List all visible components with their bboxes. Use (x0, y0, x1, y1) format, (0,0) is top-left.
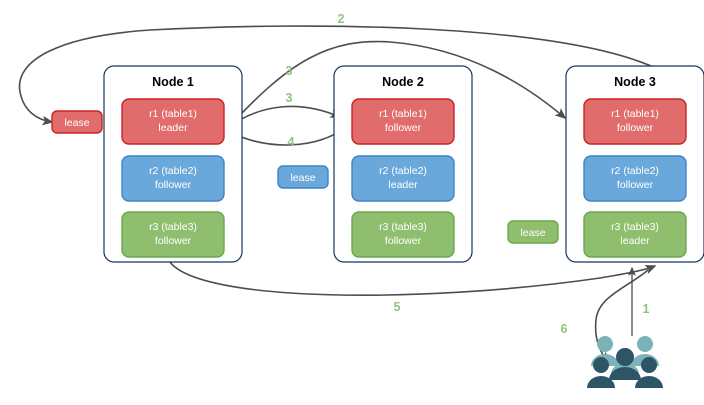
node3-range-r3-role: leader (620, 235, 650, 247)
lease-badge-r2-box (277, 165, 329, 189)
step-label-4: 4 (288, 135, 295, 149)
lease-badge-r1[interactable]: lease (51, 110, 103, 134)
node1-range-r3-role: follower (155, 235, 192, 247)
node1-title: Node 1 (152, 75, 194, 89)
node2-range-r3-box (351, 211, 455, 258)
step-label-2: 2 (338, 12, 345, 26)
lease-badge-r2-label: lease (290, 172, 315, 184)
node3-range-r2-box (583, 155, 687, 202)
users-icon-body-front-left (587, 376, 615, 388)
node2-range-r1[interactable]: r1 (table1) follower (351, 98, 455, 145)
users-icon-body-front-right (635, 376, 663, 388)
users-icon-head-back-right (637, 336, 653, 352)
users-icon-head-front-left (593, 357, 609, 373)
node1-range-r1-role: leader (158, 122, 188, 134)
node3-range-r1-box (583, 98, 687, 145)
node1-range-r3-box (121, 211, 225, 258)
node3-range-r1[interactable]: r1 (table1) follower (583, 98, 687, 145)
node1-range-r1-name: r1 (table1) (149, 108, 197, 120)
node3-range-r2-role: follower (617, 179, 654, 191)
lease-badge-r3-box (507, 220, 559, 244)
lease-badge-r2[interactable]: lease (277, 165, 329, 189)
node3-range-r1-name: r1 (table1) (611, 108, 659, 120)
node2-range-r3[interactable]: r3 (table3) follower (351, 211, 455, 258)
node3-range-r3-name: r3 (table3) (611, 221, 659, 233)
node1-range-r1-box (121, 98, 225, 145)
lease-badge-r3[interactable]: lease (507, 220, 559, 244)
node2-title: Node 2 (382, 75, 424, 89)
node3-range-r2[interactable]: r2 (table2) follower (583, 155, 687, 202)
node3-range-r2-name: r2 (table2) (611, 165, 659, 177)
node2-range-r1-box (351, 98, 455, 145)
arrow-step-2 (18, 25, 661, 126)
step-label-6: 6 (561, 322, 568, 336)
node1-range-r3-name: r3 (table3) (149, 221, 197, 233)
node1-range-r2-name: r2 (table2) (149, 165, 197, 177)
users-icon-head-back-left (597, 336, 613, 352)
node-box-node3[interactable]: Node 3 r1 (table1) follower r2 (table2) … (565, 65, 704, 263)
node2-range-r2-role: leader (388, 179, 418, 191)
node3-range-r3-box (583, 211, 687, 258)
node-box-node2[interactable]: Node 2 r1 (table1) follower r2 (table2) … (333, 65, 473, 263)
node2-range-r2-box (351, 155, 455, 202)
step-label-5: 5 (394, 300, 401, 314)
step-label-3b: 3 (286, 91, 293, 105)
users-icon-body-front-center (609, 367, 641, 380)
node-box-node1[interactable]: Node 1 r1 (table1) leader r2 (table2) fo… (103, 65, 243, 263)
node3-range-r1-role: follower (617, 122, 654, 134)
arrow-step-3-node3 (227, 40, 567, 129)
step-label-3a: 3 (286, 64, 293, 78)
node2-range-r2-name: r2 (table2) (379, 165, 427, 177)
node1-range-r2[interactable]: r2 (table2) follower (121, 155, 225, 202)
node1-range-r1[interactable]: r1 (table1) leader (121, 98, 225, 145)
step-label-1: 1 (643, 302, 650, 316)
node2-range-r1-name: r1 (table1) (379, 108, 427, 120)
users-icon-head-front-center (616, 348, 634, 366)
node2-range-r3-role: follower (385, 235, 422, 247)
node1-range-r3[interactable]: r3 (table3) follower (121, 211, 225, 258)
node3-range-r3[interactable]: r3 (table3) leader (583, 211, 687, 258)
lease-badge-r1-label: lease (64, 117, 89, 129)
node2-range-r2[interactable]: r2 (table2) leader (351, 155, 455, 202)
node1-range-r2-box (121, 155, 225, 202)
node1-range-r2-role: follower (155, 179, 192, 191)
node2-range-r3-name: r3 (table3) (379, 221, 427, 233)
node2-range-r1-role: follower (385, 122, 422, 134)
users-icon-head-front-right (641, 357, 657, 373)
users-icon[interactable] (587, 336, 663, 388)
lease-badge-r3-label: lease (520, 227, 545, 239)
lease-badge-r1-box (51, 110, 103, 134)
node3-title: Node 3 (614, 75, 656, 89)
